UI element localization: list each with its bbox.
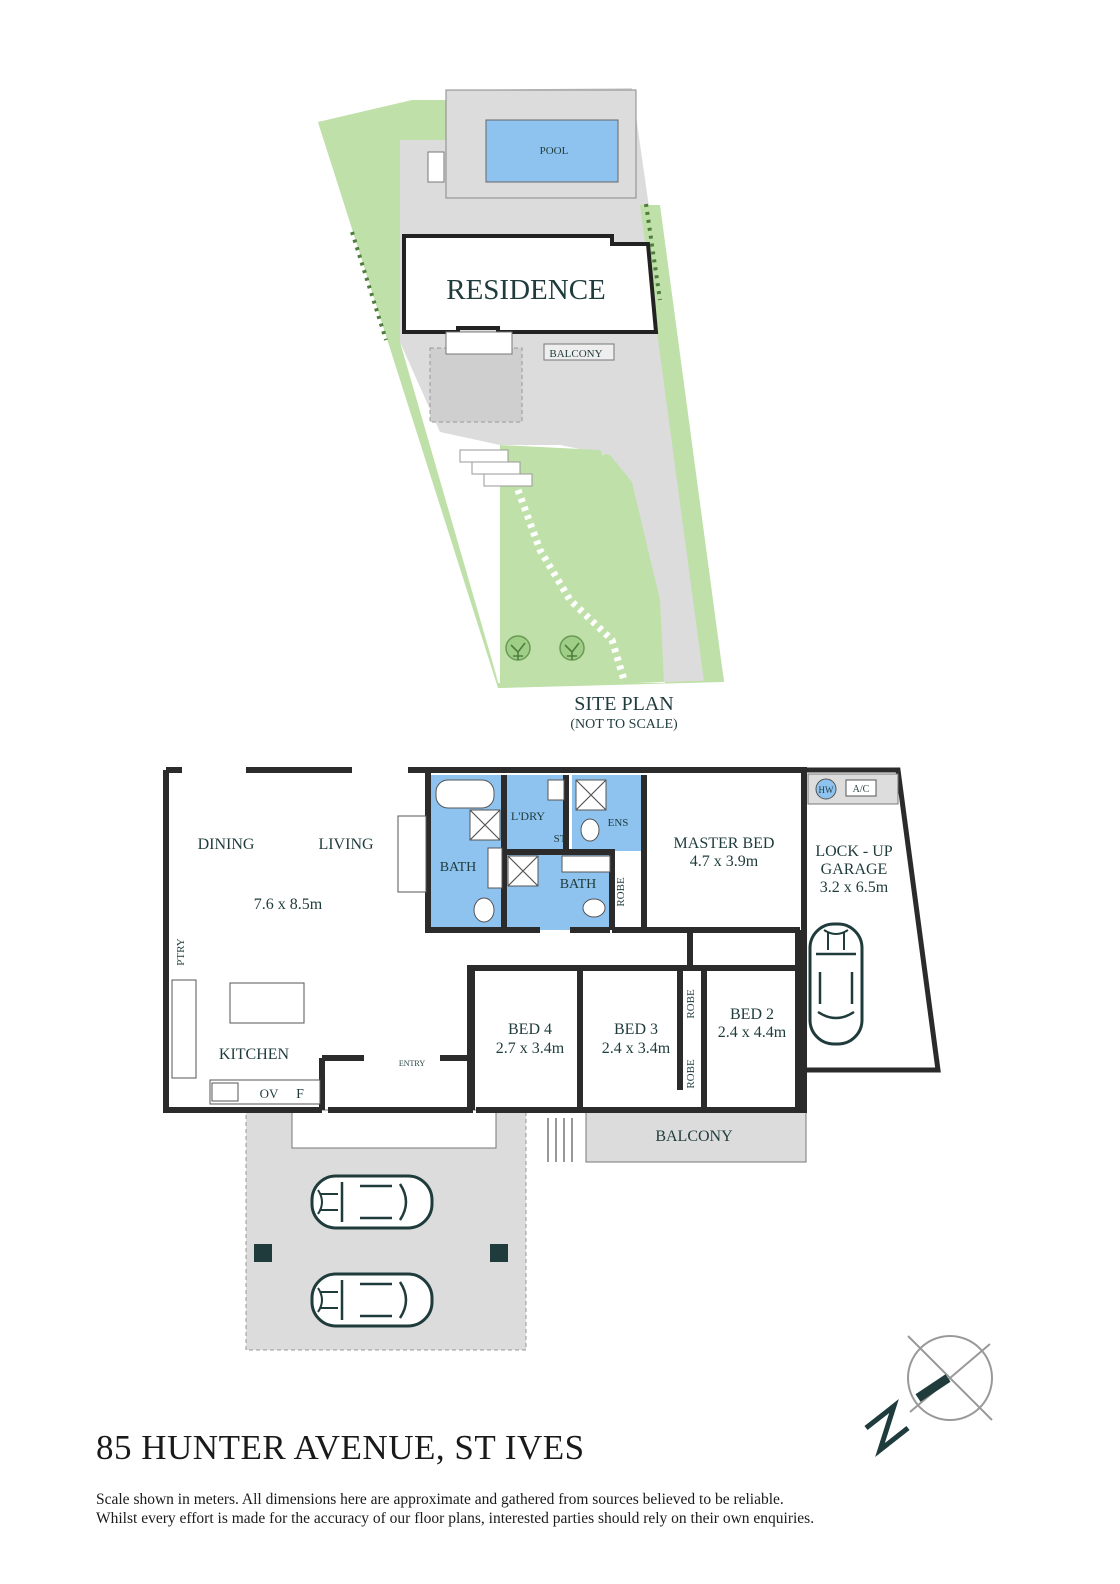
site-balcony [543, 343, 615, 361]
car-icon [808, 922, 864, 1046]
disclaimer: Scale shown in meters. All dimensions he… [96, 1490, 814, 1528]
ensuite-label: ENS [608, 817, 629, 829]
living-dimension: 7.6 x 8.5m [254, 896, 323, 913]
entry-label: ENTRY [399, 1059, 425, 1068]
hedge-right [644, 203, 662, 301]
fireplace [397, 815, 427, 893]
site-lawn-lower [500, 445, 664, 688]
bed2-dimension: 2.4 x 4.4m [718, 1024, 787, 1041]
fridge-label: F [296, 1087, 304, 1102]
kitchen-island [229, 982, 305, 1024]
carport-post [490, 1244, 508, 1262]
entry-landing [291, 1109, 497, 1149]
tree-icon [559, 635, 585, 661]
site-plan: POOL RESIDENCE BALCONY SITE PLAN (NOT TO… [318, 88, 724, 732]
laundry-label: L'DRY [511, 809, 546, 823]
site-entry-step [445, 331, 513, 355]
balcony-steps [547, 1118, 573, 1162]
pantry-label: PTRY [175, 938, 187, 966]
kitchen-label: KITCHEN [219, 1046, 290, 1063]
oven-label: OV [260, 1086, 279, 1101]
carport-post [254, 1244, 272, 1262]
site-plan-subtitle: (NOT TO SCALE) [570, 717, 678, 732]
site-carport [429, 347, 523, 423]
balcony-area [585, 1109, 807, 1163]
floor-plan: BALCONY HW A/C LOCK - UP GARAGE 3.2 x 6.… [163, 767, 941, 1351]
north-arrow-icon [864, 1335, 993, 1457]
store-label: ST [554, 833, 567, 845]
balcony-label: BALCONY [655, 1128, 733, 1145]
vanity-bath2 [561, 855, 611, 873]
bath2-label: BATH [560, 877, 597, 892]
car-icon [310, 1272, 434, 1328]
garden-step-3 [483, 473, 533, 487]
ac-label: A/C [853, 784, 870, 795]
tree-icon [505, 635, 531, 661]
dining-label: DINING [198, 836, 255, 853]
shower-cross [575, 779, 607, 811]
toilet-icon [580, 818, 600, 842]
shower-cross [507, 855, 539, 887]
pool [485, 119, 619, 183]
master-bed-label: MASTER BED [674, 835, 775, 852]
disclaimer-line-1: Scale shown in meters. All dimensions he… [96, 1491, 784, 1508]
site-lawn-right-strip [640, 205, 724, 682]
toilet-icon [473, 897, 495, 923]
laundry-sink [547, 779, 565, 801]
garden-step-2 [471, 461, 521, 475]
bed2-label: BED 2 [730, 1006, 774, 1023]
robe2-label: ROBE [685, 989, 697, 1019]
bed3-label: BED 3 [614, 1021, 658, 1038]
spa-step [427, 151, 445, 183]
bed4-dimension: 2.7 x 3.4m [496, 1040, 565, 1057]
property-address: 85 HUNTER AVENUE, ST IVES [96, 1428, 585, 1467]
garage-dimension: 3.2 x 6.5m [820, 879, 889, 896]
hot-water-unit [815, 778, 837, 800]
living-label: LIVING [318, 836, 374, 853]
site-plan-title: SITE PLAN [574, 693, 673, 715]
car-icon [310, 1174, 434, 1230]
residence-label: RESIDENCE [446, 274, 606, 306]
kitchen-bench [171, 979, 197, 1079]
garage-label-2: GARAGE [821, 861, 888, 878]
bath1-label: BATH [440, 860, 477, 875]
garden-step-1 [459, 449, 509, 463]
ac-unit [845, 779, 877, 797]
toilet-icon [582, 898, 606, 918]
bed4-label: BED 4 [508, 1021, 552, 1038]
pool-label: POOL [540, 145, 569, 157]
shower-cross [469, 809, 501, 841]
site-balcony-label: BALCONY [549, 348, 602, 360]
hedge-left [350, 231, 388, 341]
hot-water-label: HW [819, 785, 834, 795]
bed3-dimension: 2.4 x 3.4m [602, 1040, 671, 1057]
robe3-label: ROBE [685, 1059, 697, 1089]
bathtub-icon [435, 779, 495, 809]
cooktop [211, 1082, 239, 1102]
master-bed-dimension: 4.7 x 3.9m [690, 853, 759, 870]
robe1-label: ROBE [615, 877, 627, 907]
disclaimer-line-2: Whilst every effort is made for the accu… [96, 1510, 815, 1527]
site-lawn-left [318, 100, 500, 688]
vanity-bath1 [487, 847, 503, 889]
interior-walls [319, 770, 801, 1110]
garage-label-1: LOCK - UP [815, 843, 892, 860]
